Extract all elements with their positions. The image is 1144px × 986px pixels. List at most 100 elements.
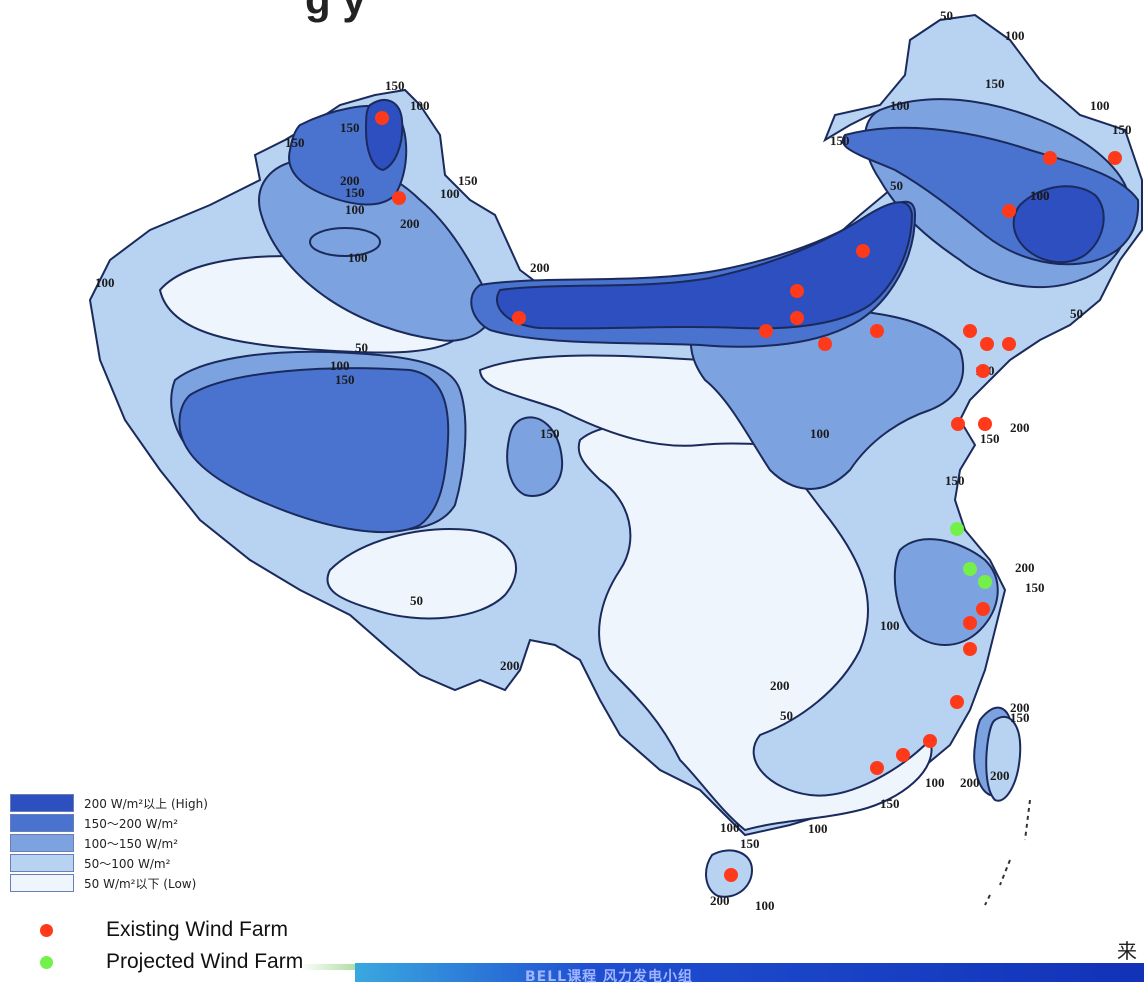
existing-wind-farm-marker bbox=[392, 191, 406, 205]
existing-farm-label: Existing Wind Farm bbox=[106, 918, 289, 941]
existing-wind-farm-marker bbox=[1108, 151, 1122, 165]
legend-swatch bbox=[10, 834, 74, 852]
contour-label: 150 bbox=[385, 78, 405, 93]
farm-legend-existing: Existing Wind Farm bbox=[40, 914, 303, 946]
existing-wind-farm-marker bbox=[512, 311, 526, 325]
contour-label: 150 bbox=[980, 431, 1000, 446]
existing-farm-marker-icon bbox=[40, 923, 53, 937]
contour-label: 100 bbox=[890, 98, 910, 113]
contour-label: 50 bbox=[940, 8, 953, 23]
legend-swatch bbox=[10, 874, 74, 892]
contour-label: 100 bbox=[880, 618, 900, 633]
legend-label: 150～200 W/m² bbox=[84, 816, 179, 831]
farm-legend: Existing Wind Farm Projected Wind Farm bbox=[40, 914, 303, 978]
contour-label: 200 bbox=[710, 893, 730, 908]
contour-label: 100 bbox=[1030, 188, 1050, 203]
contour-label: 100 bbox=[1030, 188, 1050, 203]
existing-wind-farm-marker bbox=[951, 417, 965, 431]
contour-label: 200 bbox=[770, 678, 790, 693]
contour-label: 50 bbox=[890, 178, 903, 193]
contour-label: 50 bbox=[410, 593, 423, 608]
existing-wind-farm-marker bbox=[759, 324, 773, 338]
contour-label: 150 bbox=[540, 426, 560, 441]
legend-row-50-100: 50～100 W/m² bbox=[10, 853, 270, 873]
contour-label: 100 bbox=[808, 821, 828, 836]
farm-legend-projected: Projected Wind Farm bbox=[40, 946, 303, 978]
existing-wind-farm-marker bbox=[963, 324, 977, 338]
contour-label: 200 bbox=[990, 768, 1010, 783]
existing-wind-farm-marker bbox=[856, 244, 870, 258]
existing-wind-farm-marker bbox=[724, 868, 738, 882]
legend-row-150-200: 150～200 W/m² bbox=[10, 813, 270, 833]
existing-wind-farm-marker bbox=[976, 602, 990, 616]
contour-label: 100 bbox=[440, 186, 460, 201]
existing-wind-farm-marker bbox=[950, 695, 964, 709]
existing-wind-farm-marker bbox=[790, 311, 804, 325]
contour-label: 200 bbox=[960, 775, 980, 790]
legend-swatch bbox=[10, 854, 74, 872]
contour-label: 150 bbox=[985, 76, 1005, 91]
existing-wind-farm-marker bbox=[1043, 151, 1057, 165]
legend-label: 50～100 W/m² bbox=[84, 856, 171, 871]
contour-label: 100 bbox=[810, 426, 830, 441]
contour-label: 150 bbox=[458, 173, 478, 188]
projected-wind-farm-marker bbox=[950, 522, 964, 536]
contour-label: 150 bbox=[740, 836, 760, 851]
legend-swatch bbox=[10, 814, 74, 832]
existing-wind-farm-marker bbox=[375, 111, 389, 125]
contour-label: 100 bbox=[95, 275, 115, 290]
source-text: 来 bbox=[1117, 939, 1137, 963]
existing-wind-farm-marker bbox=[896, 748, 910, 762]
contour-label: 150 bbox=[345, 185, 365, 200]
energy-legend: 200 W/m²以上 (High) 150～200 W/m² 100～150 W… bbox=[10, 793, 270, 893]
legend-row-100-150: 100～150 W/m² bbox=[10, 833, 270, 853]
contour-label: 200 bbox=[530, 260, 550, 275]
contour-label: 100 bbox=[755, 898, 775, 913]
contour-label: 150 bbox=[340, 120, 360, 135]
contour-label: 150 bbox=[1112, 122, 1132, 137]
legend-label: 100～150 W/m² bbox=[84, 836, 179, 851]
contour-label: 100 bbox=[348, 250, 368, 265]
contour-label: 100 bbox=[1005, 28, 1025, 43]
existing-wind-farm-marker bbox=[1002, 204, 1016, 218]
contour-label: 100 bbox=[345, 202, 365, 217]
contour-label: 200 bbox=[340, 173, 360, 188]
existing-wind-farm-marker bbox=[976, 364, 990, 378]
contour-label: 150 bbox=[1010, 710, 1030, 725]
existing-wind-farm-marker bbox=[790, 284, 804, 298]
legend-swatch bbox=[10, 794, 74, 812]
contour-label: 200 bbox=[1010, 700, 1030, 715]
existing-wind-farm-marker bbox=[963, 642, 977, 656]
contour-label: 50 bbox=[780, 708, 793, 723]
contour-label: 100 bbox=[410, 98, 430, 113]
existing-wind-farm-marker bbox=[980, 337, 994, 351]
legend-label: 50 W/m²以下 (Low) bbox=[84, 876, 197, 891]
footer-bar bbox=[355, 963, 1144, 982]
contour-label: 150 bbox=[285, 135, 305, 150]
footer-text: BELL课程 风力发电小组 bbox=[525, 969, 693, 985]
projected-wind-farm-marker bbox=[963, 562, 977, 576]
projected-wind-farm-marker bbox=[978, 575, 992, 589]
existing-wind-farm-marker bbox=[923, 734, 937, 748]
page-title: g y bbox=[305, 0, 366, 24]
contour-label: 100 bbox=[925, 775, 945, 790]
contour-label: 200 bbox=[1010, 420, 1030, 435]
legend-row-high: 200 W/m²以上 (High) bbox=[10, 793, 270, 813]
contour-label: 200 bbox=[500, 658, 520, 673]
contour-label: 150 bbox=[945, 473, 965, 488]
contour-label: 50 bbox=[1070, 306, 1083, 321]
contour-label: 100 bbox=[720, 820, 740, 835]
existing-wind-farm-marker bbox=[818, 337, 832, 351]
existing-wind-farm-marker bbox=[870, 761, 884, 775]
existing-wind-farm-marker bbox=[1002, 337, 1016, 351]
contour-label: 100 bbox=[1090, 98, 1110, 113]
existing-wind-farm-marker bbox=[963, 616, 977, 630]
contour-label: 200 bbox=[1015, 560, 1035, 575]
contour-label: 150 bbox=[830, 133, 850, 148]
legend-row-low: 50 W/m²以下 (Low) bbox=[10, 873, 270, 893]
contour-label: 150 bbox=[880, 796, 900, 811]
existing-wind-farm-marker bbox=[978, 417, 992, 431]
legend-label: 200 W/m²以上 (High) bbox=[84, 796, 208, 811]
contour-label: 100 bbox=[330, 358, 350, 373]
